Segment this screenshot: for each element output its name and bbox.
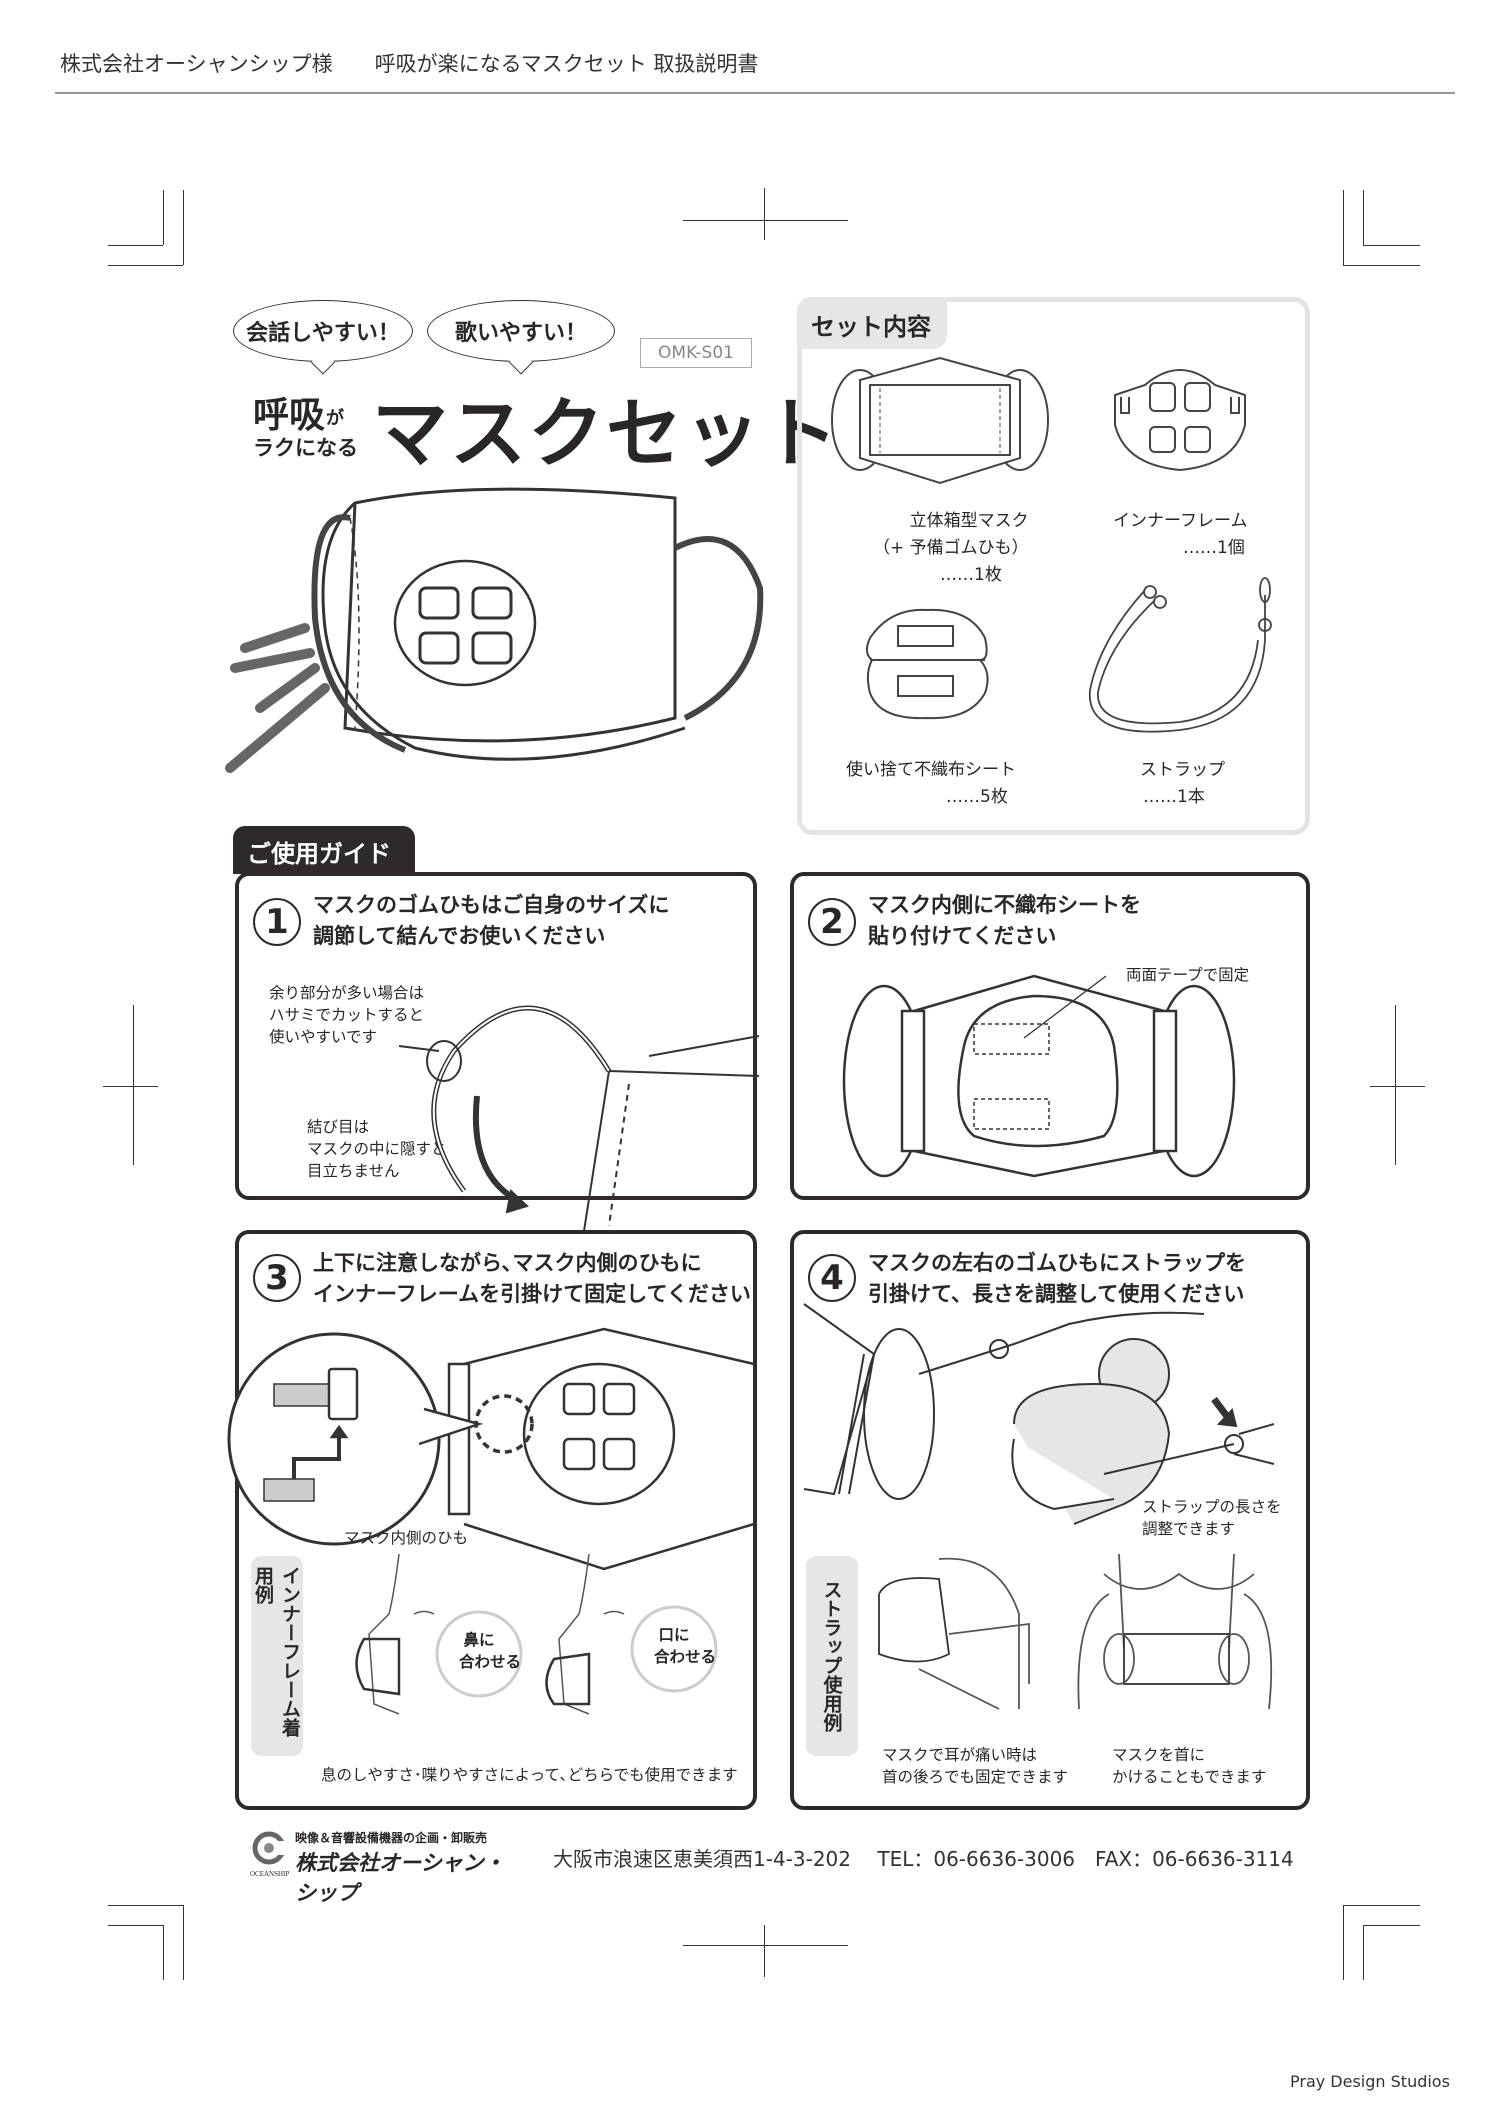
strap-icon	[1088, 577, 1272, 733]
step-line: 上下に注意しながら､マスク内側のひもに	[313, 1251, 702, 1275]
step-instruction: マスク内側に不織布シートを貼り付けてください	[868, 890, 1141, 952]
set-item-mask-qty: ……1枚	[940, 565, 1002, 585]
document-header-title: 株式会社オーシャンシップ様 呼吸が楽になるマスクセット 取扱説明書	[60, 52, 759, 76]
bubble-text: 歌いやすい！	[454, 321, 587, 346]
step-instruction: 上下に注意しながら､マスク内側のひもにインナーフレームを引掛けて固定してください	[313, 1248, 751, 1310]
step-2-panel: 2 マスク内側に不織布シートを貼り付けてください 両面テープで固定	[790, 872, 1310, 1200]
header-divider	[55, 92, 1455, 94]
step-instruction: マスクの左右のゴムひもにストラップを引掛けて、長さを調整して使用ください	[868, 1248, 1246, 1310]
product-title: マスクセット	[372, 389, 840, 478]
logo-en: OCEANSHIP	[250, 1870, 290, 1878]
set-item-sheet-qty: ……5枚	[946, 787, 1008, 807]
step-4-panel: 4 マスクの左右のゴムひもにストラップを引掛けて、長さを調整して使用ください ス…	[790, 1230, 1310, 1810]
step-number: 3	[253, 1254, 301, 1302]
face-profile-illustrations	[355, 1553, 718, 1715]
speech-bubble-sing: 歌いやすい！	[427, 300, 615, 362]
mask-inside-illustration	[842, 974, 1236, 1178]
step-instruction: マスクのゴムひもはご自身のサイズに調節して結んでお使いください	[313, 890, 669, 952]
model-number: OMK-S01	[640, 338, 752, 368]
bubble-text: 会話しやすい！	[246, 321, 400, 346]
step-line: マスク内側に不織布シートを	[868, 893, 1141, 917]
step-line: 引掛けて、長さを調整して使用ください	[868, 1282, 1245, 1306]
step-1-panel: 1 マスクのゴムひもはご自身のサイズに調節して結んでお使いください 余り部分が多…	[235, 872, 760, 1232]
nonwoven-sheet-icon	[866, 608, 989, 720]
step-line: マスクの左右のゴムひもにストラップを	[868, 1251, 1246, 1275]
set-item-sheet-name: 使い捨て不織布シート	[846, 760, 1016, 780]
strap-attach-illustration	[803, 1303, 1275, 1525]
set-contents-title: セット内容	[797, 297, 947, 349]
hero-mask-illustration	[225, 487, 764, 773]
company-logo: 映像＆音響設備機器の企画・卸販売 株式会社オーシャン・シップ OCEANSHIP	[250, 1827, 505, 1905]
inner-frame-attach-illustration	[227, 1327, 755, 1571]
title-breathing: 呼吸	[253, 395, 326, 436]
box-mask-icon	[831, 356, 1049, 485]
set-item-frame-qty: ……1個	[1183, 538, 1245, 558]
ear-loop-illustration	[398, 1005, 760, 1232]
set-item-frame-name: インナーフレーム	[1113, 511, 1248, 531]
inner-frame-usage-tab: インナーフレーム着用例	[251, 1556, 303, 1756]
set-item-mask-name: 立体箱型マスク （+ 予備ゴムひも）	[873, 511, 1029, 558]
set-item-strap-name: ストラップ	[1140, 760, 1225, 780]
step-number: 4	[808, 1254, 856, 1302]
mouth-label: 口に 合わせる	[654, 1626, 717, 1666]
company-address-contact: 大阪市浪速区恵美須西1-4-3-202 TEL：06-6636-3006 FAX…	[553, 1847, 1294, 1871]
strap-usage-illustrations	[878, 1553, 1273, 1710]
inner-frame-icon	[1114, 369, 1246, 472]
inner-string-note: マスク内側のひも	[344, 1529, 469, 1547]
set-contents-box	[797, 297, 1310, 835]
designer-credit: Pray Design Studios	[1290, 2072, 1450, 2091]
step-number: 2	[808, 898, 856, 946]
logo-tagline: 映像＆音響設備機器の企画・卸販売	[295, 1831, 488, 1845]
neck-back-caption: マスクで耳が痛い時は 首の後ろでも固定できます	[882, 1746, 1069, 1786]
step-number: 1	[253, 898, 301, 946]
step-line: 貼り付けてください	[868, 924, 1057, 948]
trim-note: 余り部分が多い場合は ハサミでカットすると 使いやすいです	[269, 984, 425, 1046]
oceanship-logo-icon	[252, 1831, 288, 1865]
strap-usage-tab: ストラップ使用例	[806, 1556, 858, 1756]
set-item-strap-qty: ……1本	[1143, 787, 1205, 807]
usage-guide-title: ご使用ガイド	[233, 826, 415, 874]
tape-note: 両面テープで固定	[1126, 966, 1250, 984]
step-line: 調節して結んでお使いください	[313, 924, 606, 948]
step-line: マスクのゴムひもはご自身のサイズに	[313, 893, 670, 917]
title-easier: ラクになる	[253, 436, 358, 460]
logo-company: 株式会社オーシャン・シップ	[295, 1851, 505, 1905]
strap-length-note: ストラップの長さを 調整できます	[1142, 1498, 1282, 1538]
nose-label: 鼻に 合わせる	[459, 1631, 522, 1671]
neck-hang-caption: マスクを首に かけることもできます	[1112, 1746, 1267, 1786]
inner-frame-caption: 息のしやすさ･喋りやすさによって､どちらでも使用できます	[321, 1766, 738, 1784]
step-3-panel: 3 上下に注意しながら､マスク内側のひもにインナーフレームを引掛けて固定してくだ…	[227, 1230, 757, 1810]
speech-bubble-talk: 会話しやすい！	[233, 300, 413, 362]
knot-note: 結び目は マスクの中に隠すと 目立ちません	[307, 1118, 447, 1180]
title-ga: が	[326, 408, 344, 429]
step-line: インナーフレームを引掛けて固定してください	[313, 1282, 751, 1306]
